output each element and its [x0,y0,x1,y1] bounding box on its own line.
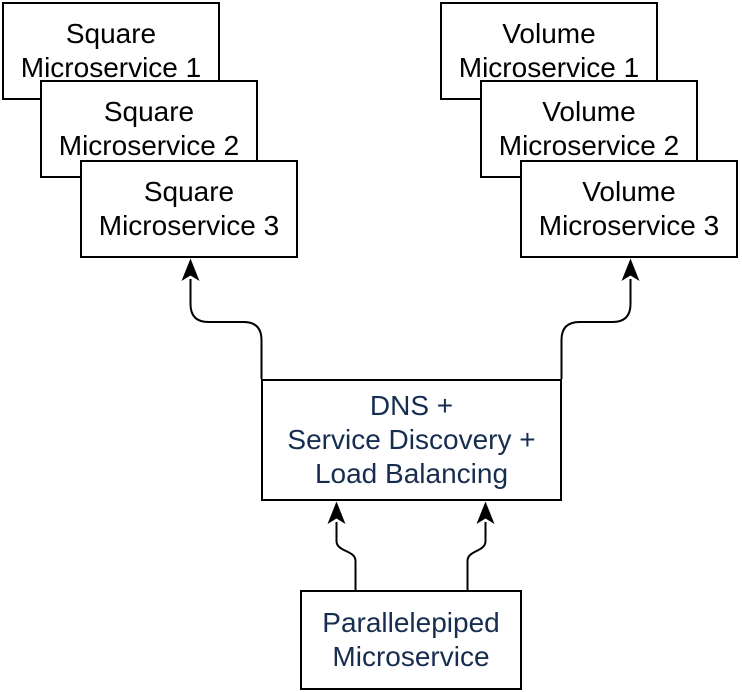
node-square-microservice-3: Square Microservice 3 [80,160,298,258]
arrowhead-up-icon [621,258,640,281]
arrow-parallelepiped-to-dns-right [466,501,495,590]
arrow-dns-to-square-stack [181,258,263,379]
arrowhead-up-icon [327,501,346,524]
arrow-parallelepiped-to-dns-left [327,501,357,590]
node-dns-service-discovery-load-balancing: DNS + Service Discovery + Load Balancing [261,379,562,501]
arrowhead-up-icon [476,501,495,524]
arrow-dns-to-volume-stack [560,258,640,379]
node-parallelepiped-microservice: Parallelepiped Microservice [300,590,522,690]
arrowhead-up-icon [181,258,200,281]
node-volume-microservice-3: Volume Microservice 3 [520,160,738,258]
